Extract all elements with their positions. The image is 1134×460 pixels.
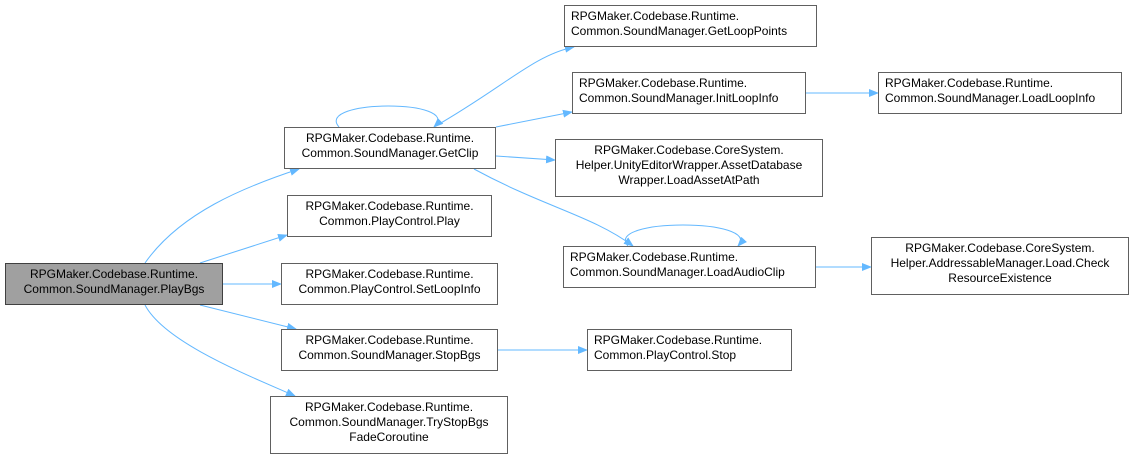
node-label-line: RPGMaker.Codebase.Runtime. bbox=[885, 76, 1054, 90]
node-label-line: RPGMaker.Codebase.Runtime. bbox=[579, 76, 748, 90]
node-label-line: RPGMaker.Codebase.Runtime. bbox=[304, 400, 474, 414]
edge-getclip-to-loadaudioclip bbox=[473, 168, 634, 247]
node-label-line: RPGMaker.Codebase.Runtime. bbox=[305, 131, 475, 145]
node-label-line: RPGMaker.Codebase.CoreSystem. bbox=[594, 143, 784, 157]
edge-getclip-to-loadassetatpath bbox=[495, 155, 556, 164]
node-stop[interactable]: RPGMaker.Codebase.Runtime. Common.PlayCo… bbox=[587, 329, 792, 371]
node-label-line: Common.SoundManager.InitLoopInfo bbox=[579, 91, 779, 105]
node-getclip[interactable]: RPGMaker.Codebase.Runtime. Common.SoundM… bbox=[284, 127, 496, 169]
node-label-line: Common.SoundManager.LoadAudioClip bbox=[570, 265, 785, 279]
node-loadassetatpath[interactable]: RPGMaker.Codebase.CoreSystem. Helper.Uni… bbox=[555, 139, 823, 197]
node-label-line: Common.SoundManager.GetLoopPoints bbox=[571, 24, 788, 38]
node-label-line: RPGMaker.Codebase.Runtime. bbox=[594, 333, 763, 347]
node-label-line: ResourceExistence bbox=[948, 271, 1052, 285]
edge-getclip-to-getlooppoints bbox=[433, 44, 575, 128]
node-label-line: RPGMaker.Codebase.Runtime. bbox=[570, 250, 739, 264]
node-loadaudioclip[interactable]: RPGMaker.Codebase.Runtime. Common.SoundM… bbox=[563, 246, 816, 288]
node-label-line: Common.SoundManager.PlayBgs bbox=[23, 282, 205, 296]
node-label-line: Common.SoundManager.TryStopBgs bbox=[289, 415, 489, 429]
node-label-line: RPGMaker.Codebase.Runtime. bbox=[571, 9, 740, 23]
node-getlooppoints[interactable]: RPGMaker.Codebase.Runtime. Common.SoundM… bbox=[564, 5, 817, 47]
node-label-line: RPGMaker.Codebase.Runtime. bbox=[305, 333, 474, 347]
node-label-line: Common.PlayControl.Stop bbox=[594, 348, 737, 362]
node-label-line: Common.SoundManager.StopBgs bbox=[298, 348, 481, 362]
node-label-line: Helper.UnityEditorWrapper.AssetDatabase bbox=[575, 158, 803, 172]
node-label-line: Common.SoundManager.GetClip bbox=[301, 146, 479, 160]
edge-playbgs-to-play bbox=[199, 233, 288, 264]
node-label-line: RPGMaker.Codebase.Runtime. bbox=[29, 267, 199, 281]
node-loadloopinfo[interactable]: RPGMaker.Codebase.Runtime. Common.SoundM… bbox=[878, 72, 1122, 114]
node-label-line: RPGMaker.Codebase.Runtime. bbox=[305, 267, 474, 281]
edge-loadaudioclip-to-loadaudioclip bbox=[624, 224, 747, 247]
node-initloopinfo[interactable]: RPGMaker.Codebase.Runtime. Common.SoundM… bbox=[572, 72, 806, 114]
node-stopbgs[interactable]: RPGMaker.Codebase.Runtime. Common.SoundM… bbox=[281, 329, 498, 371]
node-label-line: Common.PlayControl.Play bbox=[319, 214, 460, 228]
edge-playbgs-to-stopbgs bbox=[199, 304, 297, 331]
edge-getclip-to-initloopinfo bbox=[495, 109, 573, 128]
node-checkresource[interactable]: RPGMaker.Codebase.CoreSystem. Helper.Add… bbox=[871, 237, 1129, 295]
node-label-line: Wrapper.LoadAssetAtPath bbox=[618, 173, 760, 187]
node-label-line: FadeCoroutine bbox=[349, 430, 429, 444]
node-label-line: Common.SoundManager.LoadLoopInfo bbox=[885, 91, 1096, 105]
node-trystopbgs[interactable]: RPGMaker.Codebase.Runtime. Common.SoundM… bbox=[270, 396, 508, 454]
node-label-line: Common.PlayControl.SetLoopInfo bbox=[298, 282, 481, 296]
node-playbgs[interactable]: RPGMaker.Codebase.Runtime. Common.SoundM… bbox=[5, 263, 223, 305]
node-setloopinfo[interactable]: RPGMaker.Codebase.Runtime. Common.PlayCo… bbox=[281, 263, 498, 305]
node-label-line: Helper.AddressableManager.Load.Check bbox=[890, 256, 1110, 270]
node-label-line: RPGMaker.Codebase.CoreSystem. bbox=[905, 241, 1095, 255]
edge-playbgs-to-trystopbgs bbox=[144, 304, 296, 397]
edge-getclip-to-getclip bbox=[335, 105, 444, 128]
node-label-line: RPGMaker.Codebase.Runtime. bbox=[305, 199, 474, 213]
edge-playbgs-to-getclip bbox=[144, 167, 300, 264]
node-play[interactable]: RPGMaker.Codebase.Runtime. Common.PlayCo… bbox=[287, 195, 492, 237]
